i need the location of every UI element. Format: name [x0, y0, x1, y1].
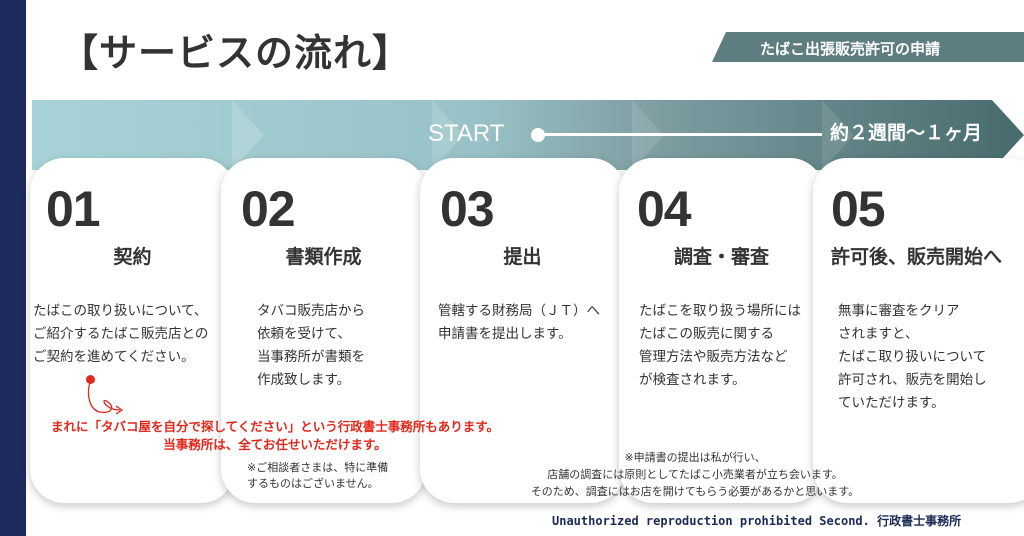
step-card-03: 03 提出 管轄する財務局（ＪＴ）へ 申請書を提出します。	[420, 158, 625, 503]
step-title: 提出	[503, 246, 542, 268]
step-number: 02	[241, 181, 296, 237]
step-title: 許可後、販売開始へ	[831, 246, 1003, 268]
start-label: START	[428, 120, 505, 147]
step-number: 05	[831, 181, 886, 237]
service-tag: たばこ出張販売許可の申請	[712, 32, 1024, 62]
step-number: 04	[637, 181, 692, 237]
red-curved-arrow-icon	[87, 381, 124, 415]
red-marker-dot	[86, 375, 95, 384]
duration-label: 約２週間〜１ヶ月	[830, 122, 983, 144]
left-accent-bar	[0, 0, 26, 536]
watermark: Unauthorized reproduction prohibited Sec…	[552, 514, 962, 528]
step-card-05: 05 許可後、販売開始へ 無事に審査をクリア されますと、 たばこ取り扱いについ…	[813, 158, 1024, 503]
step-note: ※ご相談者さまは、特に準備 するものはございません。	[247, 461, 389, 490]
red-notice: まれに「タバコ屋を自分で探してください」という行政書士事務所もあります。 当事務…	[50, 419, 499, 452]
step-description: たばこを取り扱う場所には たばこの販売に関する 管理方法や販売方法など が検査さ…	[639, 303, 801, 388]
page-title: 【サービスの流れ】	[60, 31, 412, 75]
start-dot	[531, 128, 545, 142]
step-title: 書類作成	[285, 246, 362, 268]
step-number: 01	[46, 181, 101, 237]
inspection-note: ※申請書の提出は私が行い、 店舗の調査には原則としてたばこ小売業者が立ち会います…	[530, 451, 860, 498]
step-card-01: 01 契約 たばこの取り扱いについて、 ご紹介するたばこ販売店との ご契約を進め…	[30, 158, 235, 503]
step-card-02: 02 書類作成 タバコ販売店から 依頼を受けて、 当事務所が書類を 作成致します…	[221, 158, 426, 503]
step-description: タバコ販売店から 依頼を受けて、 当事務所が書類を 作成致します。	[257, 303, 365, 388]
step-card-04: 04 調査・審査 たばこを取り扱う場所には たばこの販売に関する 管理方法や販売…	[619, 158, 824, 503]
step-title: 調査・審査	[673, 246, 769, 268]
flow-arrow-band	[32, 100, 1024, 170]
timeline-line	[540, 133, 822, 136]
step-description: たばこの取り扱いについて、 ご紹介するたばこ販売店との ご契約を進めてください。	[33, 303, 209, 365]
step-description: 無事に審査をクリア されますと、 たばこ取り扱いについて 許可され、販売を開始し…	[838, 303, 987, 411]
step-description: 管轄する財務局（ＪＴ）へ 申請書を提出します。	[438, 303, 600, 342]
step-title: 契約	[113, 246, 152, 268]
service-tag-label: たばこ出張販売許可の申請	[760, 40, 941, 58]
step-number: 03	[440, 181, 495, 237]
